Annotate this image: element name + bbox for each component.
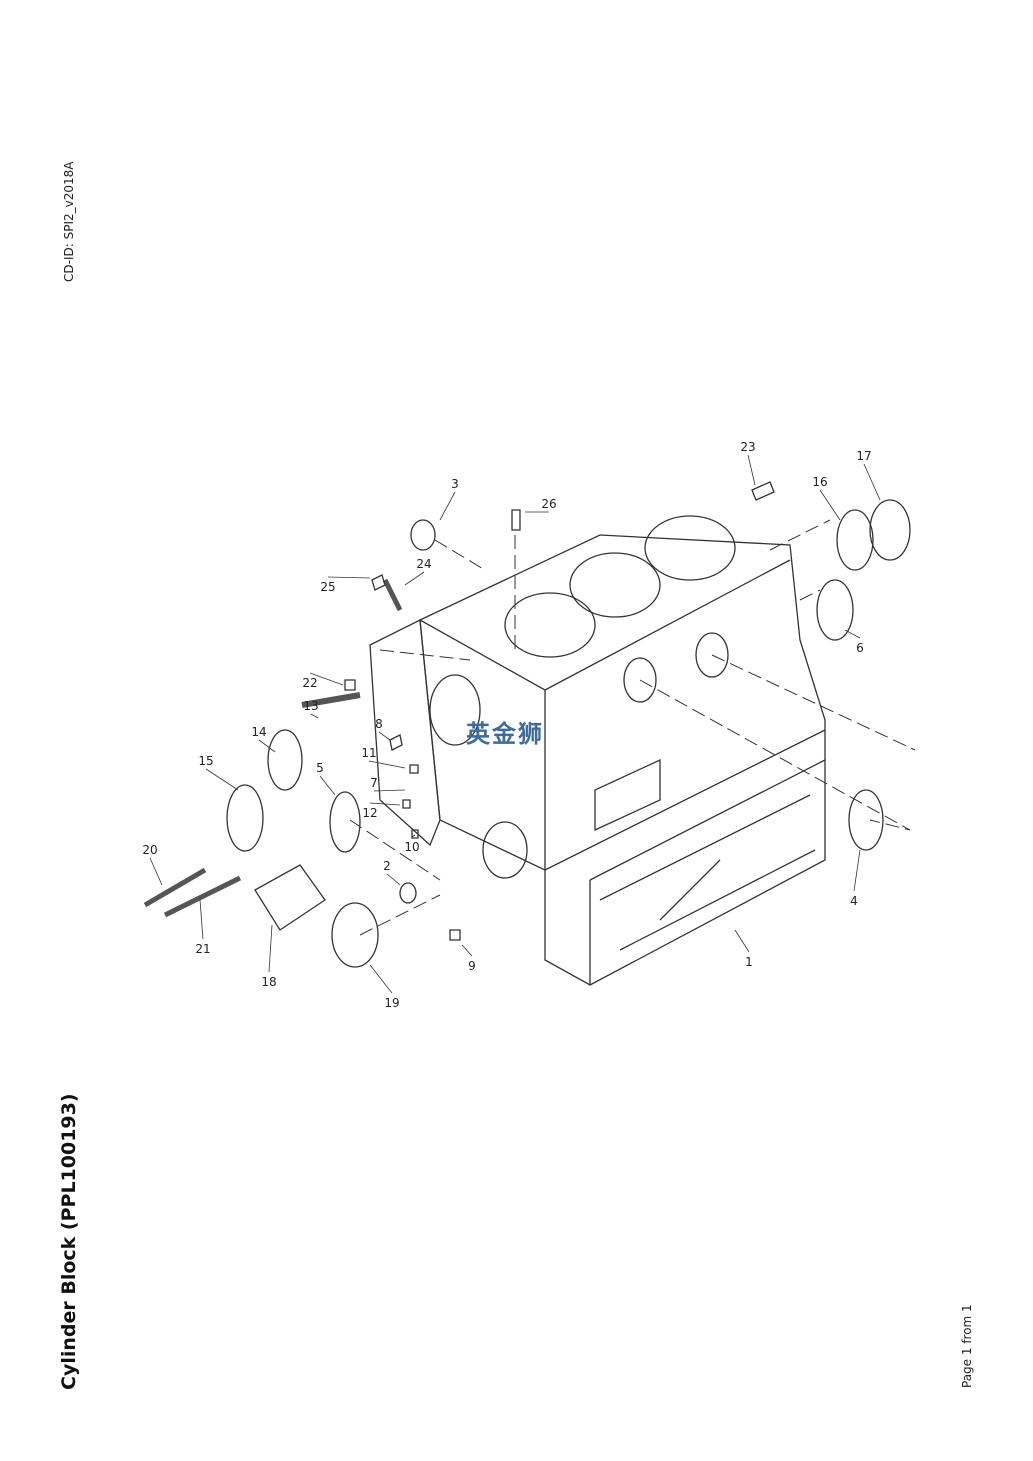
- callout-16: 16: [812, 475, 827, 489]
- leader-line-22: [309, 672, 344, 686]
- callout-13: 13: [303, 699, 318, 713]
- callout-20: 20: [142, 843, 157, 857]
- callout-4: 4: [850, 894, 858, 908]
- callout-22: 22: [302, 676, 317, 690]
- assembly-guide-lines: [349, 519, 916, 936]
- leader-line-12: [369, 802, 401, 806]
- page-number: Page 1 from 1: [960, 1304, 974, 1388]
- leader-line-9: [461, 944, 473, 957]
- callout-9: 9: [468, 959, 476, 973]
- callout-19: 19: [384, 996, 399, 1010]
- leader-line-11: [368, 760, 406, 769]
- callout-10: 10: [404, 840, 419, 854]
- callout-8: 8: [375, 717, 383, 731]
- callout-3: 3: [451, 477, 459, 491]
- callout-24: 24: [416, 557, 431, 571]
- parts: [143, 481, 911, 968]
- callout-23: 23: [740, 440, 755, 454]
- callout-5: 5: [316, 761, 324, 775]
- leader-line-21: [199, 899, 204, 940]
- leader-line-4: [853, 849, 861, 892]
- leader-line-8: [378, 731, 391, 741]
- leader-line-20: [149, 857, 163, 886]
- leader-line-2: [386, 873, 401, 886]
- callout-1: 1: [745, 955, 753, 969]
- cylinder-block: [369, 515, 826, 986]
- callout-7: 7: [370, 776, 378, 790]
- watermark: 英金狮: [466, 720, 544, 748]
- page-title: Cylinder Block (PPL100193): [58, 1093, 80, 1390]
- leader-line-6: [844, 629, 861, 639]
- callout-15: 15: [198, 754, 213, 768]
- callout-2: 2: [383, 859, 391, 873]
- callout-18: 18: [261, 975, 276, 989]
- leader-line-14: [258, 739, 276, 753]
- leader-line-15: [205, 768, 239, 791]
- leader-line-10: [411, 834, 416, 838]
- callout-26: 26: [541, 497, 556, 511]
- leader-line-24: [404, 571, 425, 586]
- leader-line-17: [863, 463, 881, 501]
- leader-line-7: [373, 789, 406, 792]
- leader-line-3: [439, 491, 456, 521]
- leader-line-13: [310, 713, 319, 719]
- callout-14: 14: [251, 725, 266, 739]
- callout-11: 11: [361, 746, 376, 760]
- callout-12: 12: [362, 806, 377, 820]
- callout-21: 21: [195, 942, 210, 956]
- callout-17: 17: [856, 449, 871, 463]
- leader-line-16: [819, 489, 841, 521]
- leader-line-19: [369, 964, 393, 994]
- leader-line-25: [327, 576, 371, 579]
- leader-line-23: [747, 454, 756, 486]
- leader-line-1: [734, 929, 750, 953]
- leader-line-18: [268, 924, 273, 973]
- callout-labels: 1234567891011121314151617181920212223242…: [142, 440, 881, 1010]
- callout-6: 6: [856, 641, 864, 655]
- callout-25: 25: [320, 580, 335, 594]
- leader-line-5: [319, 775, 336, 796]
